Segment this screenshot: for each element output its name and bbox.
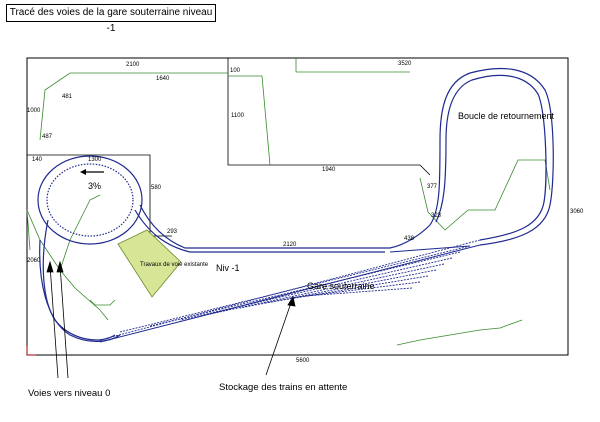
dim-377: 377 <box>427 184 438 190</box>
baseboard-outline <box>26 57 569 356</box>
zone-label: Travaux de voie existante <box>140 262 209 268</box>
callout-tracks-level0: Voies vers niveau 0 <box>28 388 110 399</box>
green-lines <box>26 58 551 346</box>
dim-580: 580 <box>151 185 162 191</box>
dim-1640: 1640 <box>156 76 170 82</box>
origin-marker <box>26 346 36 356</box>
dim-1940: 1940 <box>322 167 336 173</box>
loop-label: Boucle de retournement <box>458 111 555 121</box>
dim-5600: 5600 <box>296 358 310 364</box>
station-label: Gare souterraine <box>307 281 375 291</box>
structure-lines <box>26 58 431 355</box>
dim-3520: 3520 <box>398 61 412 67</box>
dim-1000: 1000 <box>27 108 41 114</box>
page-title: Tracé des voies de la gare souterraine n… <box>6 4 216 34</box>
dim-1300: 1300 <box>88 157 102 163</box>
callout-storage: Stockage des trains en attente <box>219 382 347 393</box>
slope-label: 3% <box>88 181 101 191</box>
dim-2100: 2100 <box>126 62 140 68</box>
main-line-track <box>429 68 554 246</box>
left-helix-track <box>37 155 431 342</box>
dim-481: 481 <box>62 94 73 100</box>
level-label: Niv -1 <box>216 263 240 273</box>
slope-arrow <box>80 169 104 175</box>
dim-438: 438 <box>404 236 415 242</box>
dim-140: 140 <box>32 157 43 163</box>
dim-293: 293 <box>167 229 178 235</box>
dim-487: 487 <box>42 134 53 140</box>
existing-track-zone <box>117 229 182 298</box>
dim-1100: 1100 <box>231 113 245 119</box>
dim-323: 323 <box>431 213 442 219</box>
dim-2120: 2120 <box>283 242 297 248</box>
dim-3060: 3060 <box>570 209 584 215</box>
dim-100: 100 <box>230 68 241 74</box>
dim-2060: 2060 <box>27 258 41 264</box>
callout-lines <box>46 260 296 379</box>
